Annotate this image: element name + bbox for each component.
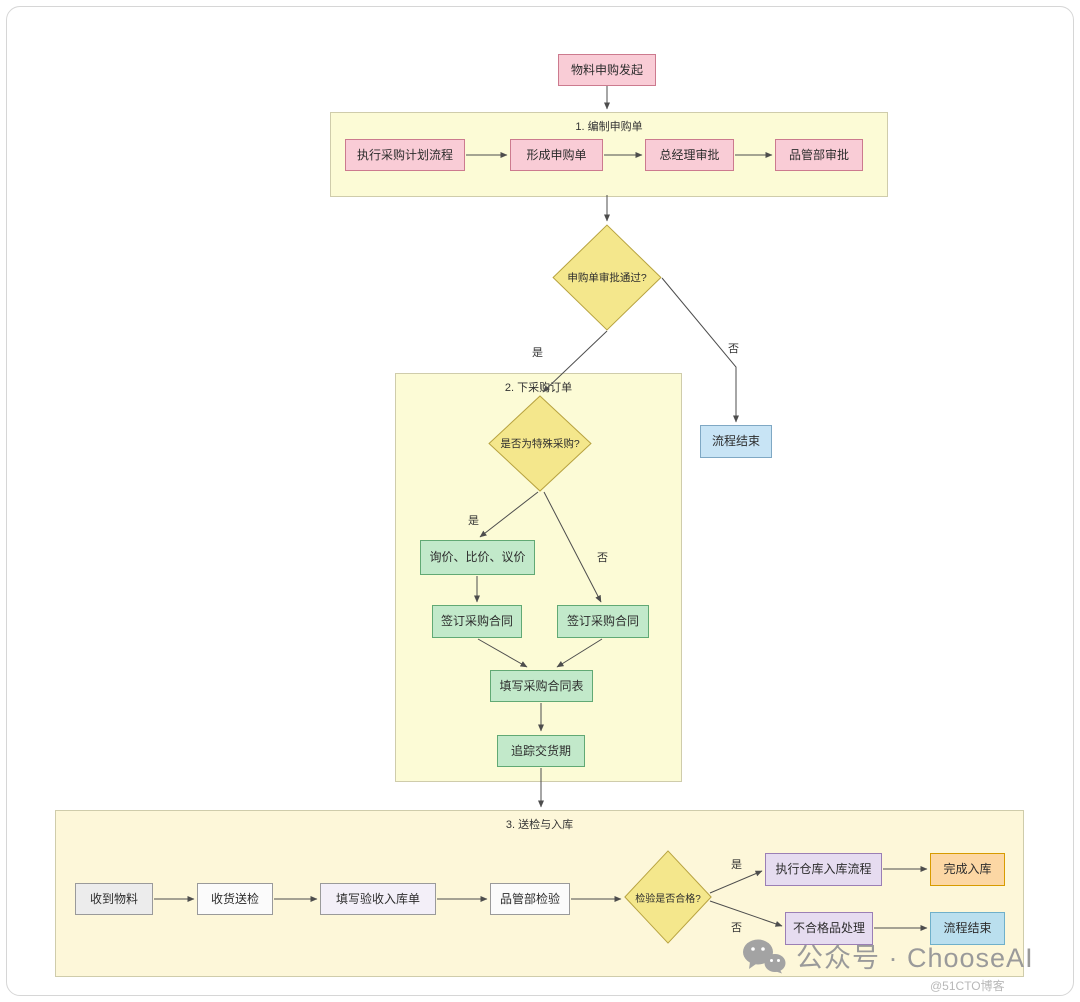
step-track-delivery: 追踪交货期 [497, 735, 585, 767]
edge-label-yes-1: 是 [532, 347, 543, 359]
edge-label-no-2: 否 [597, 552, 608, 564]
edge-label-yes-3: 是 [731, 859, 742, 871]
watermark-brand: 公众号 · ChooseAI [796, 943, 1034, 973]
section-2-title: 2. 下采购订单 [504, 382, 573, 394]
step-form-requisition: 形成申购单 [510, 139, 603, 171]
section-1-title: 1. 编制申购单 [575, 121, 643, 133]
process-end-bottom-node: 流程结束 [930, 912, 1005, 945]
decision-special-procurement: 是否为特殊采购? [488, 395, 592, 492]
step-gm-approval: 总经理审批 [645, 139, 734, 171]
decision-inspection-pass: 检验是否合格? [624, 850, 712, 944]
decision-inspection-pass-label: 检验是否合格? [635, 893, 701, 905]
step-qc-inspection: 品管部检验 [490, 883, 570, 915]
step-nonconforming-handling: 不合格品处理 [785, 912, 873, 945]
step-qc-approval: 品管部审批 [775, 139, 863, 171]
section-3-title: 3. 送检与入库 [505, 819, 574, 831]
step-fill-contract-form: 填写采购合同表 [490, 670, 593, 702]
step-execute-plan: 执行采购计划流程 [345, 139, 465, 171]
step-fill-receipt-form: 填写验收入库单 [320, 883, 436, 915]
diamond-shape [624, 850, 712, 944]
wechat-icon [743, 939, 786, 973]
step-warehouse-entry-process: 执行仓库入库流程 [765, 853, 882, 886]
edge-label-yes-2: 是 [468, 515, 479, 527]
start-node: 物料申购发起 [558, 54, 656, 86]
process-end-top-node: 流程结束 [700, 425, 772, 458]
watermark-credit: @51CTO博客 [930, 979, 1005, 993]
step-receive-materials: 收到物料 [75, 883, 153, 915]
edge-label-no-3: 否 [731, 922, 742, 934]
step-sign-contract-left: 签订采购合同 [432, 605, 522, 638]
decision-requisition-approved-label: 申购单审批通过? [567, 272, 647, 284]
step-inquiry-compare-negotiate: 询价、比价、议价 [420, 540, 535, 575]
watermark: 公众号 · ChooseAI [742, 936, 1034, 975]
decision-requisition-approved: 申购单审批通过? [552, 224, 662, 331]
step-send-for-inspection: 收货送检 [197, 883, 273, 915]
decision-special-procurement-label: 是否为特殊采购? [500, 438, 580, 450]
diamond-shape [488, 395, 592, 492]
edge-label-no-1: 否 [728, 343, 739, 355]
step-sign-contract-right: 签订采购合同 [557, 605, 649, 638]
step-complete-warehousing: 完成入库 [930, 853, 1005, 886]
diamond-shape [552, 224, 662, 331]
